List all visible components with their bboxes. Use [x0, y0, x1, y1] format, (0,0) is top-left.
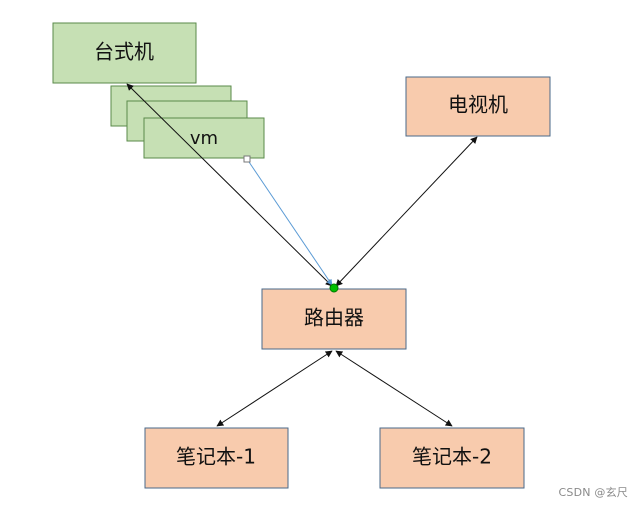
laptop2-box — [379, 427, 525, 489]
laptop1-label: 笔记本-1 — [176, 445, 256, 469]
link-tv-router — [335, 136, 478, 287]
laptop1-node: 笔记本-1 — [144, 427, 289, 489]
desktop-label: 台式机 — [94, 40, 154, 64]
router-label: 路由器 — [304, 306, 364, 330]
laptop1-box — [144, 427, 289, 489]
watermark: CSDN @玄尺 — [558, 486, 628, 499]
router-node: 路由器 — [261, 288, 407, 350]
laptop2-node: 笔记本-2 — [379, 427, 525, 489]
vm-label: vm — [190, 128, 218, 149]
vm-stack: vm — [110, 85, 265, 159]
router-box — [261, 288, 407, 350]
link-vm-router — [246, 158, 333, 286]
connector-start-handle[interactable] — [243, 155, 251, 163]
desktop-node: 台式机 — [52, 22, 197, 84]
connector-end-handle[interactable] — [329, 283, 339, 293]
tv-node: 电视机 — [405, 76, 551, 137]
link-router-laptop2 — [335, 350, 453, 427]
link-desktop-router — [126, 83, 333, 287]
laptop2-label: 笔记本-2 — [412, 445, 492, 469]
link-router-laptop1 — [216, 350, 333, 427]
tv-box — [405, 76, 551, 137]
tv-label: 电视机 — [448, 93, 508, 117]
desktop-box — [52, 22, 197, 84]
connectors — [126, 83, 478, 427]
